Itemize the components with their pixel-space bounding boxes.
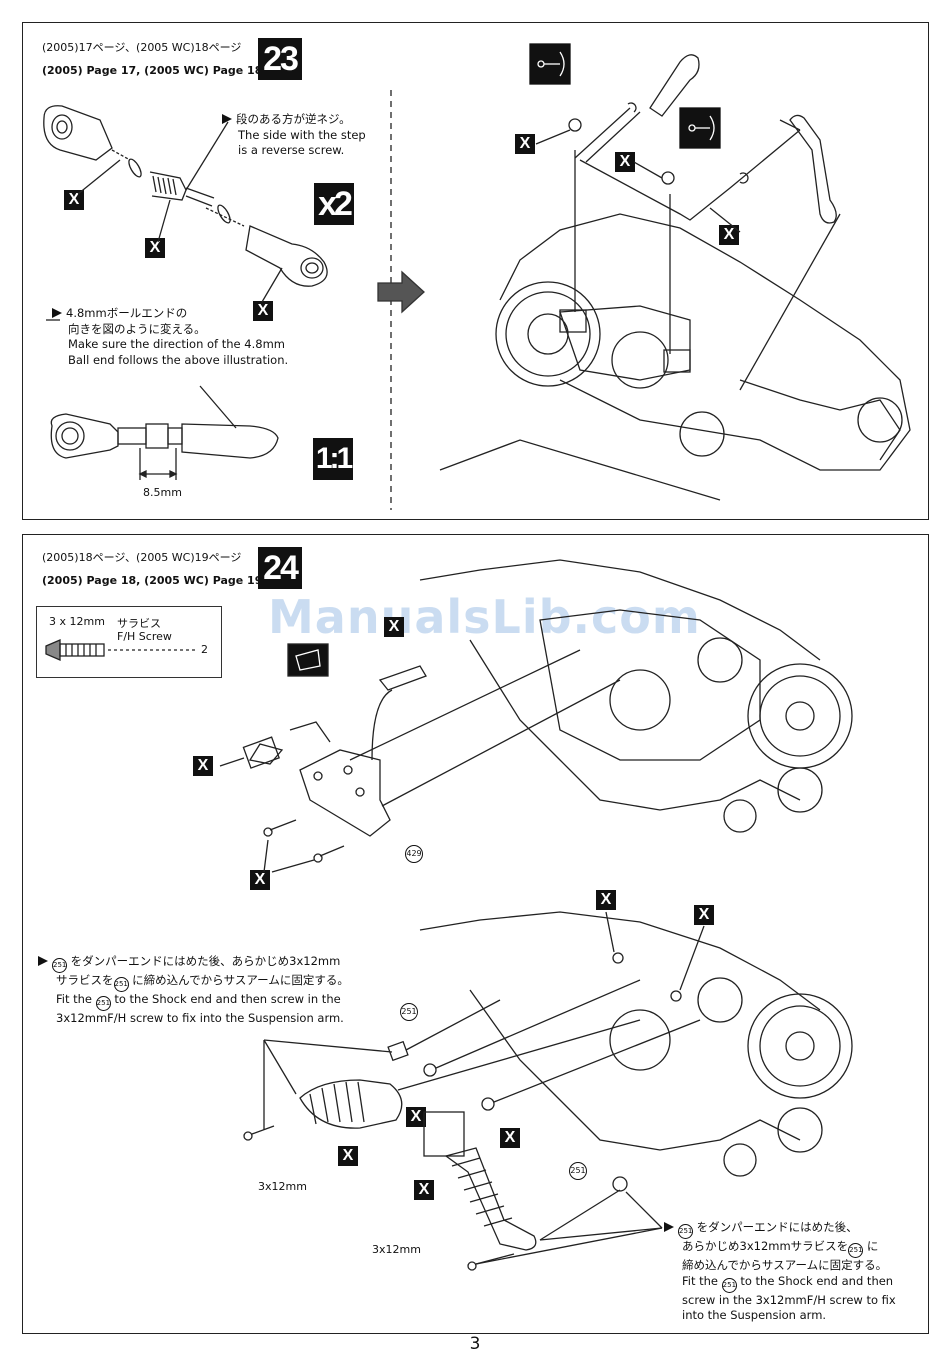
x-mark: X [414,1180,434,1200]
next-arrow-icon [377,270,425,314]
flat-head-screw-icon [45,639,196,661]
part-number-251: 251 [400,1003,418,1021]
assembled-rod-icon [50,385,279,480]
x-mark: X [515,134,535,154]
chassis-illustration-step24-bottom [243,911,853,1271]
chassis-illustration-step24-top [219,559,853,873]
x-mark: X [145,238,165,258]
x-mark: X [338,1146,358,1166]
pointer-icon [222,114,232,124]
x-mark: X [500,1128,520,1148]
step-24-number: 24 [258,547,302,589]
step-23-ref-en: (2005) Page 17, (2005 WC) Page 18 [42,64,263,77]
step-23-note-ballend: 4.8mmボールエンドの 向きを図のように変える。 Make sure the … [52,306,288,368]
x-mark: X [615,152,635,172]
step-24-note-left: 251 をダンパーエンドにはめた後、あらかじめ3x12mm サラビスを251 に… [38,954,349,1027]
pointer-icon [664,1222,674,1232]
step-23-number: 23 [258,38,302,80]
ball-end-exploded-icon [43,105,328,321]
x-mark: X [719,225,739,245]
step-24-ref-en: (2005) Page 18, (2005 WC) Page 19 [42,574,263,587]
page-number: 3 [469,1334,481,1354]
step-23-panel [22,22,929,520]
screw-label-left: 3x12mm [258,1180,307,1193]
x-mark: X [694,905,714,925]
x-mark: X [193,756,213,776]
pointer-icon [38,956,48,966]
x-mark: X [384,617,404,637]
screw-name-en: F/H Screw [117,630,172,643]
x-mark: X [406,1107,426,1127]
step-23-note-reverse: 段のある方が逆ネジ。 The side with the step is a r… [222,112,366,159]
x-mark: X [250,870,270,890]
screw-size: 3 x 12mm [49,615,105,628]
x-mark: X [253,301,273,321]
dimension-label: 8.5mm [143,486,182,499]
step-23-qty-badge: x2 [314,183,354,225]
part-number-429: 429 [405,845,423,863]
pointer-icon [52,308,62,318]
step-24-ref-jp: (2005)18ページ、(2005 WC)19ページ [42,551,242,564]
step-23-scale-badge: 1:1 [313,438,353,480]
screw-label-right: 3x12mm [372,1243,421,1256]
screw-quantity: 2 [201,643,208,656]
x-mark: X [596,890,616,910]
part-number-251: 251 [569,1162,587,1180]
screw-parts-box: 3 x 12mm サラビス F/H Screw 2 [36,606,222,678]
watermark: ManualsLib.com [268,590,701,644]
hex-wrench-icon [287,643,329,677]
x-mark: X [64,190,84,210]
rotate-tool-icon [529,43,721,149]
step-23-ref-jp: (2005)17ページ、(2005 WC)18ページ [42,41,242,54]
chassis-illustration-step23 [439,54,911,501]
step-24-note-right: 251 をダンパーエンドにはめた後、 あらかじめ3x12mmサラビスを251 に… [664,1220,896,1324]
screw-name-jp: サラビス [117,617,161,630]
